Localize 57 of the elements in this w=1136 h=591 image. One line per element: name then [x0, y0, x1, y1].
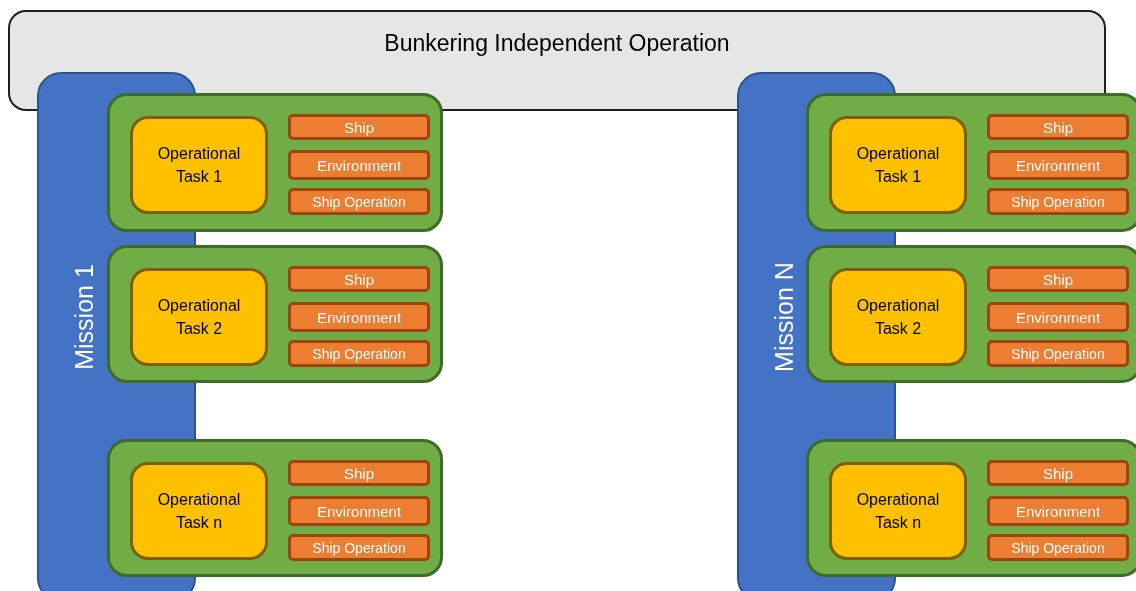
task-label: Operational Task n: [855, 490, 941, 533]
factor-box: [288, 188, 430, 215]
task-box: [829, 116, 967, 214]
factor-label: Environment: [316, 157, 402, 173]
mission-label: Mission N: [769, 262, 800, 372]
task-box: [130, 462, 268, 560]
factor-label: Ship Operation: [1011, 540, 1105, 555]
task-panel: [806, 93, 1136, 232]
factor-box: [987, 114, 1129, 140]
factor-label: Ship: [1043, 465, 1073, 481]
operation-title: Bunkering Independent Operation: [384, 32, 730, 58]
factor-label: Ship: [344, 465, 374, 481]
factor-label: Ship: [344, 271, 374, 287]
factor-label: Environment: [1015, 503, 1101, 519]
factor-label: Environment: [316, 309, 402, 325]
factor-box: [288, 340, 430, 367]
factor-box: [987, 340, 1129, 367]
factor-box: [288, 534, 430, 561]
factor-box: [987, 188, 1129, 215]
task-panel: [107, 93, 443, 232]
task-box: [130, 116, 268, 214]
task-box: [829, 268, 967, 366]
factor-label: Ship Operation: [312, 346, 406, 361]
factor-box: [288, 302, 430, 332]
task-panel: [806, 245, 1136, 383]
factor-box: [987, 266, 1129, 292]
task-label: Operational Task 2: [855, 296, 941, 339]
factor-label: Ship Operation: [312, 540, 406, 555]
factor-box: [288, 266, 430, 292]
task-label: Operational Task 2: [156, 296, 242, 339]
factor-box: [987, 150, 1129, 180]
factor-label: Ship: [344, 119, 374, 135]
task-label: Operational Task n: [156, 490, 242, 533]
task-box: [829, 462, 967, 560]
factor-box: [288, 150, 430, 180]
factor-label: Ship: [1043, 119, 1073, 135]
task-label: Operational Task 1: [156, 144, 242, 187]
task-panel: [806, 439, 1136, 577]
factor-box: [987, 302, 1129, 332]
task-label: Operational Task 1: [855, 144, 941, 187]
factor-label: Ship Operation: [1011, 194, 1105, 209]
factor-box: [288, 460, 430, 486]
factor-box: [288, 114, 430, 140]
factor-label: Environment: [316, 503, 402, 519]
task-box: [130, 268, 268, 366]
factor-box: [987, 460, 1129, 486]
factor-box: [987, 496, 1129, 526]
mission-label: Mission 1: [69, 264, 100, 370]
factor-label: Ship Operation: [1011, 346, 1105, 361]
factor-box: [288, 496, 430, 526]
factor-label: Ship: [1043, 271, 1073, 287]
task-panel: [107, 439, 443, 577]
task-panel: [107, 245, 443, 383]
factor-box: [987, 534, 1129, 561]
factor-label: Ship Operation: [312, 194, 406, 209]
factor-label: Environment: [1015, 157, 1101, 173]
factor-label: Environment: [1015, 309, 1101, 325]
